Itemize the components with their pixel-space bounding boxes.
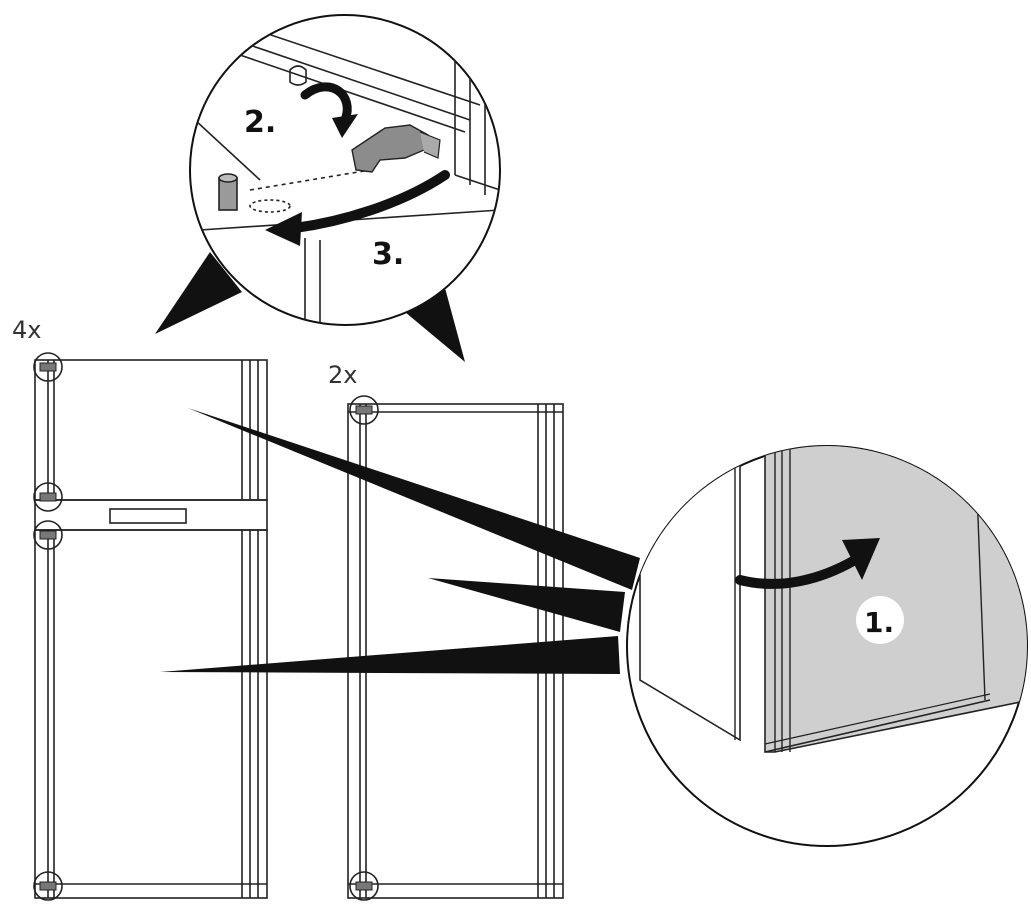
right-fridge-hinges: [349, 395, 379, 901]
wedge-to-side-zoom-2: [428, 578, 625, 632]
step-label-3: 3.: [372, 237, 404, 272]
count-label-right: 2x: [328, 361, 357, 389]
left-fridge-top-door: [34, 359, 268, 501]
zoom-circle-door-edge: 1.: [626, 445, 1028, 847]
left-fridge: [34, 359, 268, 899]
hinge-marker-top-right: [349, 395, 379, 425]
wedge-to-side-zoom-1: [188, 408, 640, 590]
hinge-marker-top-left: [33, 352, 63, 382]
pull-arrow-icon: [265, 170, 450, 246]
rotate-arrow-icon: [300, 82, 358, 138]
hinge-marker-middle-upper: [33, 482, 63, 512]
step-label-2: 2.: [244, 105, 276, 140]
left-fridge-display: [109, 508, 187, 524]
step-badge-1: [856, 596, 904, 644]
door-seal-panel: [764, 446, 1027, 753]
count-label-left: 4x: [12, 316, 41, 344]
hinge-bracket-icon: [351, 124, 441, 173]
wedge-top-zoom-left: [155, 252, 242, 334]
hinge-pin-icon: [218, 173, 238, 211]
hinge-marker-bottom-left: [33, 871, 63, 901]
step-label-1: 1.: [864, 606, 894, 639]
left-fridge-divider: [34, 499, 268, 531]
wedge-to-side-zoom-3: [160, 636, 620, 674]
left-fridge-hinges: [33, 352, 63, 901]
hinge-marker-middle-lower: [33, 520, 63, 550]
left-fridge-bottom-door: [34, 529, 268, 899]
zoom-circle-hinge: 2. 3.: [189, 14, 501, 326]
peel-arrow-icon: [735, 538, 880, 589]
hinge-marker-bottom-right: [349, 871, 379, 901]
